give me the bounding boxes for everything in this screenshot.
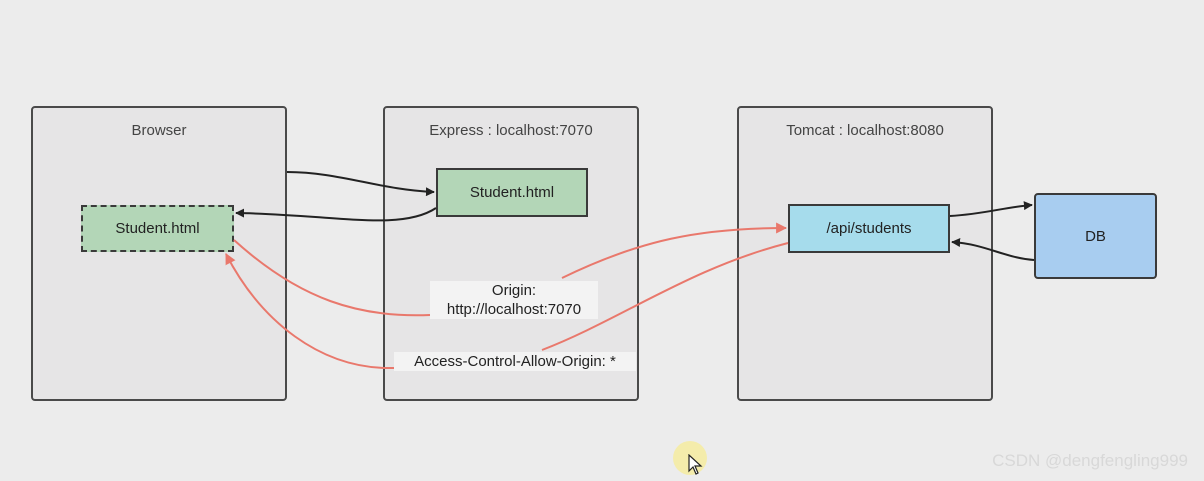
express-student-html-label: Student.html [469, 184, 555, 201]
db-label: DB [1085, 227, 1106, 245]
mouse-pointer-icon [688, 454, 703, 475]
express-student-html-node: Student.html [436, 168, 588, 217]
db-node: DB [1034, 193, 1157, 279]
browser-panel-title: Browser [131, 122, 187, 139]
express-panel-title: Express : localhost:7070 [429, 122, 593, 139]
browser-panel: Browser [31, 106, 287, 401]
browser-student-html-node: Student.html [81, 205, 234, 252]
origin-header-label: Origin: http://localhost:7070 [430, 281, 598, 319]
origin-header-line2: http://localhost:7070 [446, 301, 582, 318]
acao-header-label: Access-Control-Allow-Origin: * [394, 352, 636, 371]
api-students-node: /api/students [788, 204, 950, 253]
browser-student-html-label: Student.html [115, 220, 200, 237]
tomcat-panel: Tomcat : localhost:8080 [737, 106, 993, 401]
tomcat-panel-title: Tomcat : localhost:8080 [786, 122, 944, 139]
origin-header-line1: Origin: [491, 282, 537, 299]
csdn-watermark: CSDN @dengfengling999 [992, 451, 1188, 470]
api-students-label: /api/students [826, 220, 912, 237]
